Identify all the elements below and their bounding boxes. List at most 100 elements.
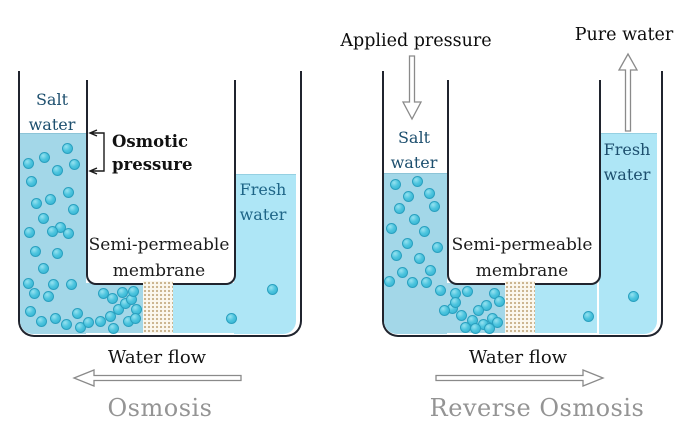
salt-particle	[402, 190, 414, 202]
salt-particle	[393, 202, 405, 214]
pure-water-label: Pure water	[574, 25, 674, 45]
salt-particle	[493, 295, 505, 307]
salt-particle	[627, 290, 639, 302]
salt-particle	[46, 225, 58, 237]
salt-particle	[413, 252, 425, 264]
salt-particle	[104, 310, 116, 322]
salt-particle	[94, 315, 106, 327]
salt-particle	[28, 287, 40, 299]
salt-particle	[401, 237, 413, 249]
reverse-fresh-water-column	[599, 133, 657, 334]
salt-particle	[29, 245, 41, 257]
salt-particle	[385, 222, 397, 234]
salt-particle	[383, 275, 395, 287]
salt-particle	[472, 304, 484, 316]
salt-particle	[408, 213, 420, 225]
salt-particle	[107, 322, 119, 334]
salt-particle	[35, 315, 47, 327]
reverse-fresh-water-label: Fresh water	[604, 137, 651, 187]
salt-particle	[582, 310, 594, 322]
salt-particle	[47, 278, 59, 290]
salt-particle	[420, 276, 432, 288]
salt-particle	[411, 175, 423, 187]
pure-water-up-arrow-icon	[617, 52, 639, 132]
salt-particle	[461, 285, 473, 297]
salt-particle	[455, 309, 467, 321]
osmotic-pressure-label: Osmotic pressure	[112, 130, 193, 176]
salt-particle	[390, 249, 402, 261]
osmosis-salt-water-label: Salt water	[29, 87, 76, 137]
salt-particle	[37, 212, 49, 224]
salt-particle	[266, 283, 278, 295]
fresh-label-line1: Fresh	[603, 140, 651, 159]
reverse-membrane-label: Semi-permeable membrane	[452, 232, 593, 284]
salt-particle	[22, 157, 34, 169]
osmosis-u-tube	[18, 71, 302, 337]
salt-particle	[428, 200, 440, 212]
osmotic-line1: Osmotic	[112, 132, 189, 151]
salt-label-line2: water	[390, 153, 438, 172]
salt-particle	[67, 203, 79, 215]
salt-label-line2: water	[28, 115, 76, 134]
salt-particle	[60, 318, 72, 330]
membrane-label-line2: membrane	[112, 261, 206, 281]
salt-label-line1: Salt	[35, 90, 69, 109]
salt-particle	[423, 187, 435, 199]
salt-particle	[424, 264, 436, 276]
salt-particle	[449, 296, 461, 308]
reverse-osmosis-title: Reverse Osmosis	[429, 394, 645, 422]
reverse-salt-water-label: Salt water	[391, 125, 438, 175]
applied-pressure-label: Applied pressure	[340, 31, 492, 51]
salt-particle	[61, 142, 73, 154]
water-flow-right-arrow-icon	[435, 369, 605, 387]
salt-particle	[483, 322, 495, 334]
salt-particle	[459, 321, 471, 333]
fresh-label-line2: water	[603, 165, 651, 184]
salt-particle	[24, 305, 36, 317]
reverse-u-tube	[382, 71, 663, 337]
salt-particle	[406, 276, 418, 288]
salt-particle	[37, 262, 49, 274]
salt-particle	[38, 151, 50, 163]
salt-particle	[49, 312, 61, 324]
salt-particle	[22, 277, 34, 289]
salt-particle	[127, 285, 139, 297]
salt-particle	[51, 247, 63, 259]
salt-particle	[129, 312, 141, 324]
salt-particle	[434, 284, 446, 296]
salt-particle	[51, 164, 63, 176]
salt-particle	[62, 227, 74, 239]
osmosis-membrane-label: Semi-permeable membrane	[89, 232, 230, 284]
membrane-label-line1: Semi-permeable	[451, 235, 593, 255]
fresh-label-line2: water	[239, 205, 287, 224]
osmosis-tube-inner-wall	[86, 80, 236, 285]
salt-label-line1: Salt	[397, 128, 431, 147]
osmotic-line2: pressure	[112, 155, 193, 174]
salt-particle	[62, 186, 74, 198]
salt-particle	[491, 316, 503, 328]
osmotic-pressure-bracket	[88, 129, 105, 175]
salt-particle	[30, 197, 42, 209]
salt-particle	[112, 303, 124, 315]
reverse-fresh-water-channel	[535, 283, 597, 333]
salt-particle	[23, 226, 35, 238]
salt-particle	[42, 290, 54, 302]
salt-particle	[97, 287, 109, 299]
salt-particle	[25, 175, 37, 187]
water-flow-left-arrow-icon	[72, 369, 242, 387]
membrane-label-line2: membrane	[475, 261, 569, 281]
salt-particle	[71, 307, 83, 319]
salt-particle	[82, 316, 94, 328]
applied-pressure-down-arrow-icon	[401, 55, 423, 121]
salt-particle	[225, 312, 237, 324]
salt-particle	[431, 241, 443, 253]
osmosis-semi-permeable-membrane	[143, 281, 173, 333]
reverse-semi-permeable-membrane	[505, 281, 535, 333]
osmosis-water-flow-label: Water flow	[107, 347, 207, 368]
salt-particle	[438, 304, 450, 316]
osmosis-fresh-water-channel	[172, 283, 234, 333]
salt-particle	[396, 266, 408, 278]
osmosis-fresh-water-column	[234, 174, 296, 334]
salt-particle	[418, 225, 430, 237]
osmosis-title: Osmosis	[107, 394, 213, 422]
